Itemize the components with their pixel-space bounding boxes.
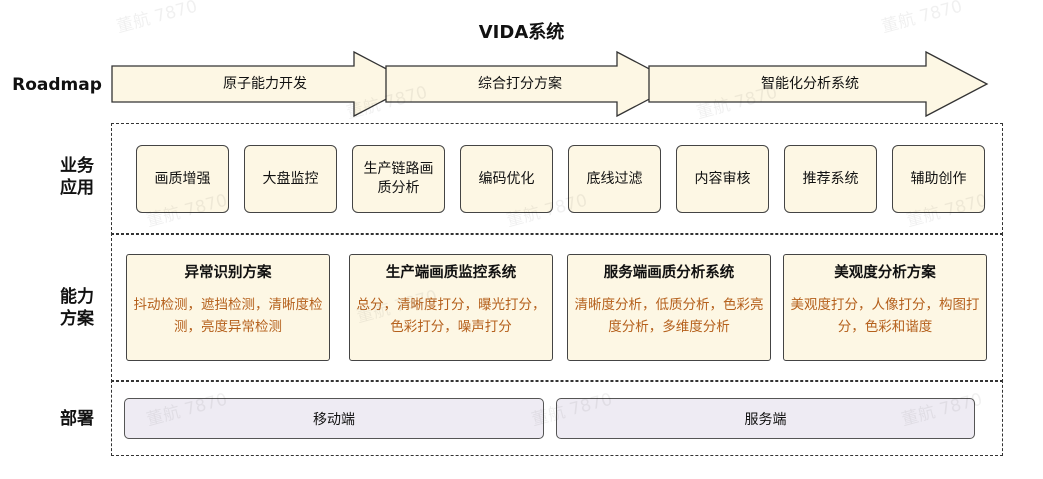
roadmap-arrow-label-2: 综合打分方案	[478, 76, 562, 92]
app-box: 画质增强	[136, 145, 229, 213]
app-box: 大盘监控	[244, 145, 337, 213]
roadmap-label: Roadmap	[12, 75, 102, 95]
deploy-label: 部署	[60, 409, 94, 429]
capability-title: 美观度分析方案	[834, 265, 936, 281]
roadmap-arrow-label-1: 原子能力开发	[223, 76, 307, 92]
roadmap-arrow-label-3: 智能化分析系统	[761, 76, 859, 92]
app-box: 内容审核	[676, 145, 769, 213]
business-label-line2: 应用	[60, 178, 94, 198]
capability-title: 生产端画质监控系统	[385, 265, 517, 281]
capability-box: 服务端画质分析系统 清晰度分析，低质分析，色彩亮度分析，多维度分析	[567, 254, 771, 361]
capability-desc: 抖动检测，遮挡检测，清晰度检测，亮度异常检测	[133, 297, 323, 335]
capability-label-line1: 能力	[60, 287, 94, 307]
app-box: 推荐系统	[784, 145, 877, 213]
diagram-title: VIDA系统	[478, 22, 565, 43]
capability-title: 服务端画质分析系统	[603, 265, 735, 281]
app-box: 底线过滤	[568, 145, 661, 213]
app-box: 辅助创作	[892, 145, 985, 213]
business-section	[111, 123, 1003, 235]
app-box: 编码优化	[460, 145, 553, 213]
deploy-box-mobile: 移动端	[124, 398, 544, 439]
capability-box: 生产端画质监控系统 总分，清晰度打分，曝光打分，色彩打分，噪声打分	[349, 254, 553, 361]
app-box: 生产链路画质分析	[352, 145, 445, 213]
roadmap-arrows	[111, 50, 989, 118]
capability-box: 异常识别方案 抖动检测，遮挡检测，清晰度检测，亮度异常检测	[126, 254, 330, 361]
deploy-section	[111, 380, 1003, 456]
capability-desc: 总分，清晰度打分，曝光打分，色彩打分，噪声打分	[356, 297, 546, 335]
capability-section	[111, 233, 1003, 382]
capability-label-line2: 方案	[60, 309, 94, 329]
capability-title: 异常识别方案	[184, 265, 272, 281]
roadmap-arrow-2	[385, 50, 680, 118]
deploy-box-server: 服务端	[556, 398, 975, 439]
capability-desc: 清晰度分析，低质分析，色彩亮度分析，多维度分析	[574, 297, 764, 335]
roadmap-arrow-1	[111, 50, 417, 118]
capability-label: 能力 方案	[52, 286, 102, 330]
capability-desc: 美观度打分，人像打分，构图打分，色彩和谐度	[790, 297, 980, 335]
business-label-line1: 业务	[60, 156, 94, 176]
roadmap-arrow-3	[648, 50, 989, 118]
business-label: 业务 应用	[52, 155, 102, 199]
capability-box: 美观度分析方案 美观度打分，人像打分，构图打分，色彩和谐度	[783, 254, 987, 361]
